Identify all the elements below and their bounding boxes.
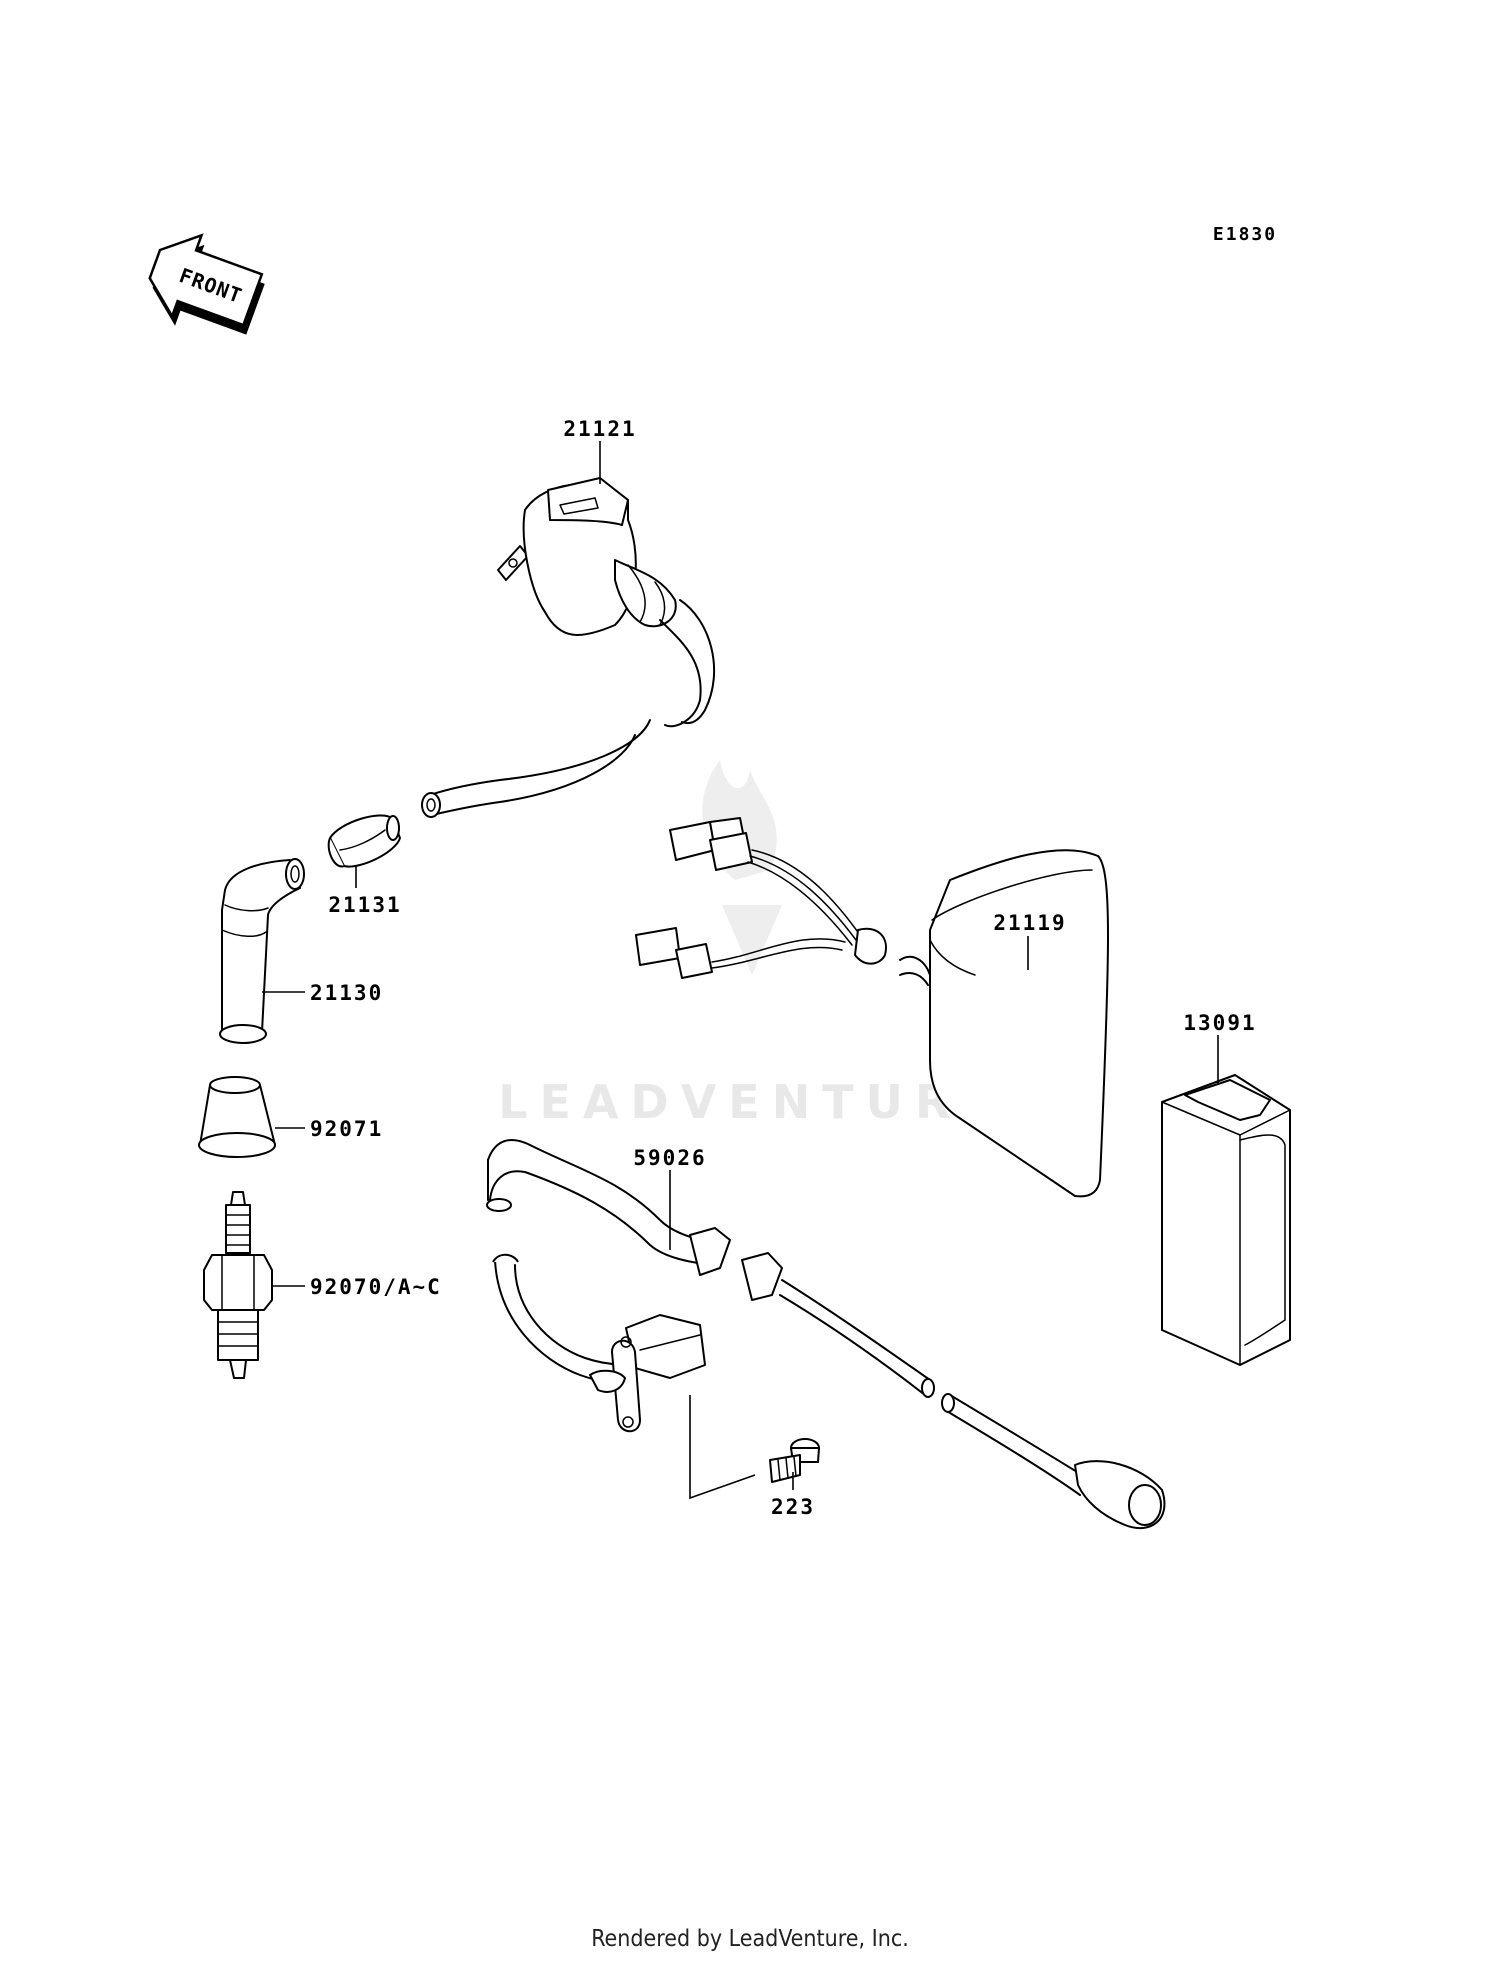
boot-92071: 92071 <box>198 1076 383 1158</box>
part-label-92071: 92071 <box>310 1117 383 1141</box>
footer-credit: Rendered by LeadVenture, Inc. <box>591 1926 909 1952</box>
spark-plug-92070: 92070/A~C <box>203 1191 442 1379</box>
diagram-code: E1830 <box>1213 224 1277 245</box>
cdi-unit-21119: 21119 <box>635 817 1109 1198</box>
screw-223: 223 <box>769 1438 820 1519</box>
watermark-text: LEADVENTURE <box>498 1075 1006 1129</box>
ignition-coil: 21121 <box>421 417 716 818</box>
plug-cap-21130: 21130 <box>219 858 383 1044</box>
holder-13091: 13091 <box>1161 1011 1291 1366</box>
cap-21131: 21131 <box>327 814 401 917</box>
part-label-59026: 59026 <box>633 1146 706 1170</box>
part-label-92070: 92070/A~C <box>310 1275 442 1299</box>
part-label-21130: 21130 <box>310 981 383 1005</box>
part-label-21119: 21119 <box>993 911 1066 935</box>
part-label-21121: 21121 <box>563 417 636 441</box>
pickup-coil-59026: 59026 <box>486 1139 1166 1530</box>
part-label-223: 223 <box>771 1495 815 1519</box>
part-label-13091: 13091 <box>1183 1011 1256 1035</box>
front-arrow-icon: FRONT <box>148 233 265 335</box>
part-label-21131: 21131 <box>328 893 401 917</box>
